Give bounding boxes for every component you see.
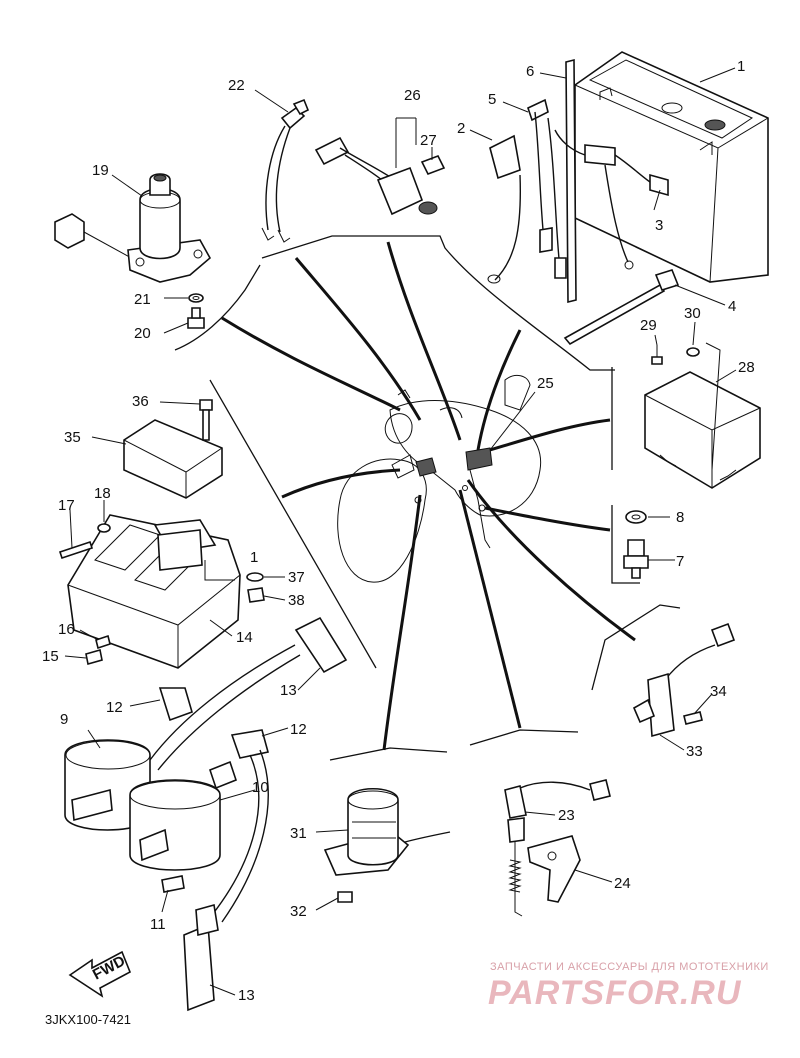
callout-3: 3	[655, 217, 663, 234]
ignition-coils	[64, 616, 348, 1012]
battery	[574, 51, 769, 283]
stop-switch	[504, 779, 611, 917]
spoke-lines	[221, 241, 636, 751]
callout-20: 20	[134, 325, 151, 342]
central-frame	[337, 374, 542, 583]
callout-4: 4	[728, 298, 736, 315]
callout-34: 34	[710, 683, 727, 700]
callout-23: 23	[558, 807, 575, 824]
callout-32: 32	[290, 903, 307, 920]
callout-leaders	[64, 67, 737, 996]
main-switch	[54, 173, 212, 329]
cdi-unit	[644, 345, 761, 489]
watermark: ЗАПЧАСТИ И АКСЕССУАРЫ ДЛЯ МОТОТЕХНИКИ PA…	[488, 961, 769, 1012]
callout-13-lower: 13	[238, 987, 255, 1004]
rectifier-regulator	[123, 399, 223, 499]
battery-box	[58, 514, 265, 669]
callout-10: 10	[252, 779, 269, 796]
callout-27: 27	[420, 132, 437, 149]
callout-17: 17	[58, 497, 75, 514]
fwd-arrow: FWD	[68, 950, 132, 998]
callout-5: 5	[488, 91, 496, 108]
callout-14: 14	[236, 629, 253, 646]
callout-1-reference: 1	[250, 549, 258, 566]
callout-29: 29	[640, 317, 657, 334]
callout-9: 9	[60, 711, 68, 728]
speed-sensor	[632, 622, 736, 738]
callout-6: 6	[526, 63, 534, 80]
callout-30: 30	[684, 305, 701, 322]
callout-12-left: 12	[106, 699, 123, 716]
callout-25: 25	[537, 375, 554, 392]
callout-33: 33	[686, 743, 703, 760]
starter-relay	[323, 788, 451, 903]
callout-15: 15	[42, 648, 59, 665]
callout-24: 24	[614, 875, 631, 892]
callout-16: 16	[58, 621, 75, 638]
callout-19: 19	[92, 162, 109, 179]
watermark-brand: PARTSFOR.RU	[488, 974, 742, 1012]
callout-18: 18	[94, 485, 111, 502]
group-frames	[174, 235, 681, 761]
fuse-holder	[314, 136, 446, 216]
callout-37: 37	[288, 569, 305, 586]
callout-8: 8	[676, 509, 684, 526]
oil-level-switch	[623, 510, 649, 579]
callout-36: 36	[132, 393, 149, 410]
callout-21: 21	[134, 291, 151, 308]
diagram-code: 3JKX100-7421	[45, 1012, 131, 1027]
watermark-tagline: ЗАПЧАСТИ И АКСЕССУАРЫ ДЛЯ МОТОТЕХНИКИ	[490, 961, 769, 973]
callout-28: 28	[738, 359, 755, 376]
callout-31: 31	[290, 825, 307, 842]
cable-tie	[563, 269, 680, 346]
callout-12-right: 12	[290, 721, 307, 738]
callout-numbers: 1 2 3 4 5 6 7 8 9 10 11 12 12 13 13 14 1…	[42, 58, 755, 1004]
callout-38: 38	[288, 592, 305, 609]
callout-13-upper: 13	[280, 682, 297, 699]
callout-35: 35	[64, 429, 81, 446]
callout-22: 22	[228, 77, 245, 94]
callout-11: 11	[150, 916, 166, 933]
callout-2: 2	[457, 120, 465, 137]
callout-1: 1	[737, 58, 745, 75]
battery-harness	[487, 58, 669, 304]
neutral-switch-lead	[261, 98, 310, 243]
callout-26: 26	[404, 87, 421, 104]
callout-7: 7	[676, 553, 684, 570]
